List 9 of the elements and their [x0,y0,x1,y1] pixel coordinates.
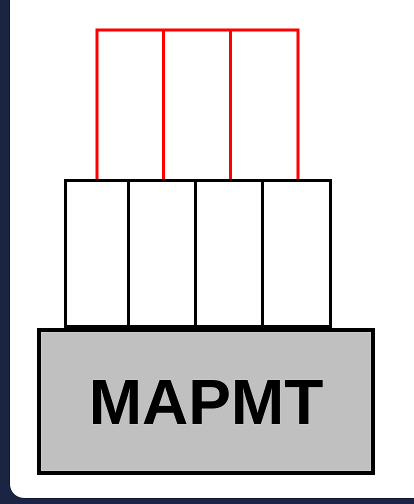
wire [162,28,232,179]
sensor-block [197,179,264,328]
sensor-block [130,179,197,328]
tube-body [37,328,375,475]
wire [96,28,165,179]
tube-label: MAPMT [88,370,324,434]
sensor-block [64,179,130,328]
sensor-block [264,179,332,328]
wire [229,28,300,179]
